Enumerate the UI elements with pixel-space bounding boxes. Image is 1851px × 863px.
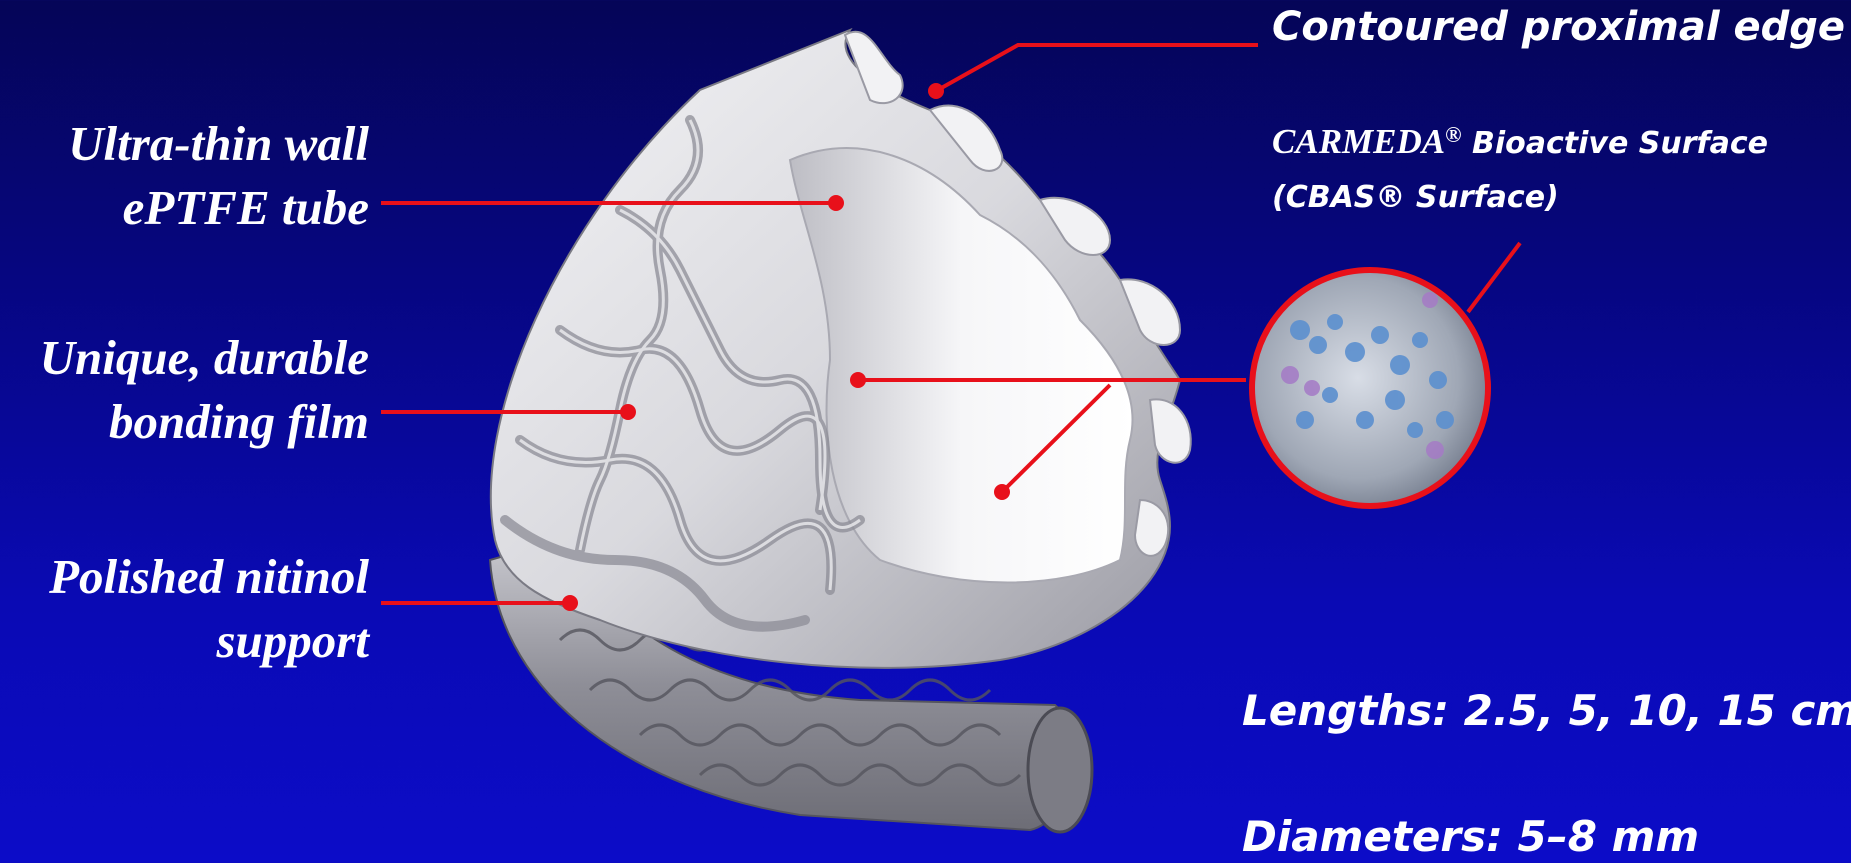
label-eptfe-tube: Ultra-thin wall ePTFE tube — [68, 112, 369, 240]
label-film-line2: bonding film — [40, 390, 369, 454]
label-film-line1: Unique, durable — [40, 326, 369, 390]
label-carmeda-surface: CARMEDA® Bioactive Surface (CBAS® Surfac… — [1272, 108, 1768, 225]
carmeda-rest: Bioactive Surface — [1462, 126, 1768, 161]
label-eptfe-line2: ePTFE tube — [68, 176, 369, 240]
label-support-line1: Polished nitinol — [49, 545, 369, 609]
label-eptfe-line1: Ultra-thin wall — [68, 112, 369, 176]
tube-opening — [1028, 708, 1092, 832]
carmeda-registered-mark: ® — [1445, 122, 1461, 147]
label-carmeda-line1: CARMEDA® Bioactive Surface — [1272, 108, 1768, 171]
label-bonding-film: Unique, durable bonding film — [40, 326, 369, 454]
label-lengths: Lengths: 2.5, 5, 10, 15 cm — [1242, 686, 1851, 735]
carmeda-name: CARMEDA — [1272, 122, 1445, 161]
label-cbas: (CBAS® Surface) — [1272, 171, 1768, 225]
label-diameters: Diameters: 5–8 mm — [1242, 812, 1699, 861]
label-support-line2: support — [49, 609, 369, 673]
label-nitinol-support: Polished nitinol support — [49, 545, 369, 673]
label-contoured-edge: Contoured proximal edge — [1272, 4, 1845, 50]
